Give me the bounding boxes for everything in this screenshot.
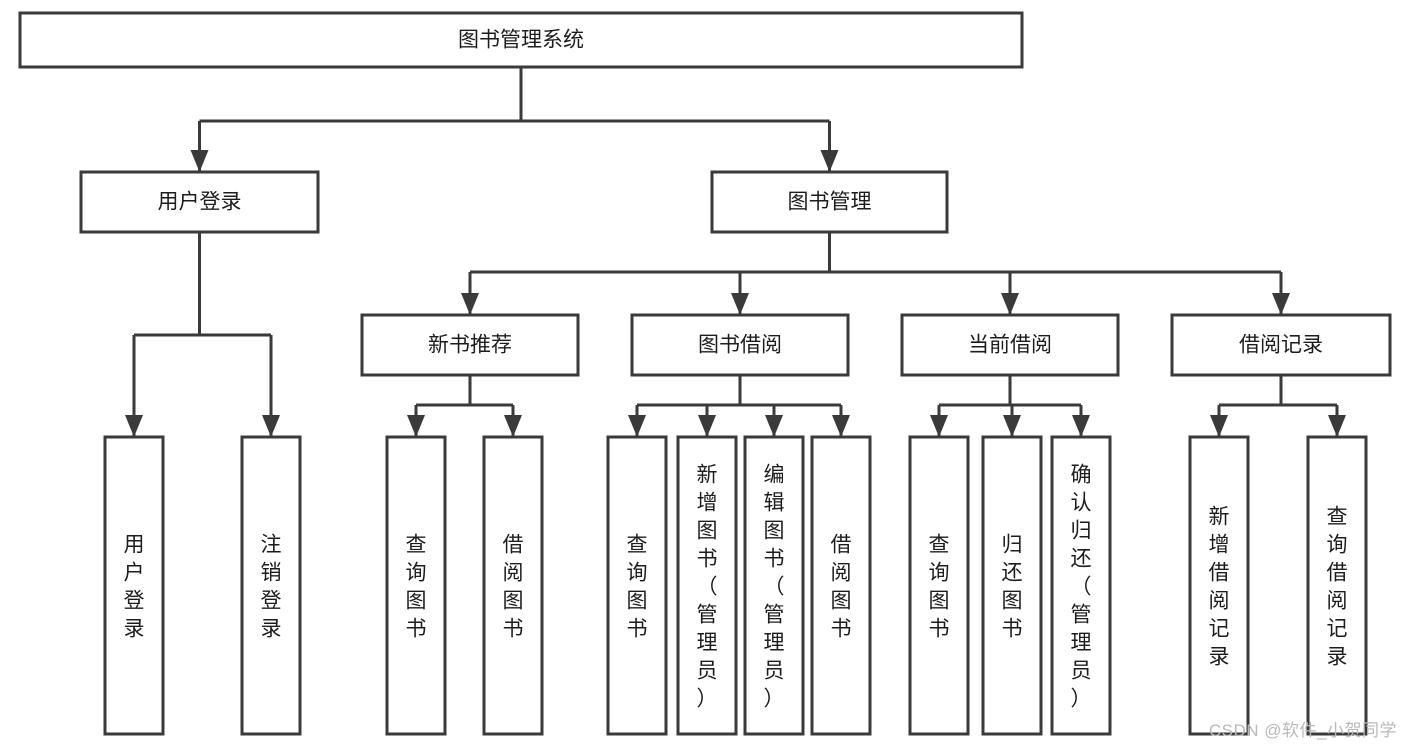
connector-group-root: [190, 67, 839, 172]
node-leaf-confirm-return[interactable]: 确认归还（管理员）: [1050, 435, 1112, 736]
arrow-head-icon: [1072, 415, 1090, 437]
node-leaf-return-book[interactable]: 归还图书: [981, 435, 1043, 736]
node-box-borrow-record[interactable]: [1170, 313, 1392, 377]
node-box-leaf-borrow-book-2[interactable]: [810, 435, 872, 736]
node-borrow-record[interactable]: 借阅记录: [1170, 313, 1392, 377]
node-leaf-query-record[interactable]: 查询借阅记录: [1306, 435, 1368, 736]
arrow-head-icon: [1210, 415, 1228, 437]
node-label-leaf-user-login: 用户登录: [124, 533, 145, 640]
node-label-leaf-query-book-1: 查询图书: [406, 533, 427, 640]
node-label-leaf-return-book: 归还图书: [1002, 533, 1023, 640]
arrow-head-icon: [262, 415, 280, 437]
node-box-leaf-borrow-book-1[interactable]: [482, 435, 544, 736]
node-new-book-rec[interactable]: 新书推荐: [360, 313, 580, 377]
node-label-root: 图书管理系统: [458, 29, 584, 52]
node-box-leaf-edit-book[interactable]: [743, 435, 805, 736]
node-label-leaf-borrow-book-1: 借阅图书: [503, 533, 524, 640]
node-leaf-borrow-book-2[interactable]: 借阅图书: [810, 435, 872, 736]
arrow-head-icon: [1328, 415, 1346, 437]
arrow-head-icon: [765, 415, 783, 437]
connector-group-borrow-record: [1210, 375, 1346, 437]
node-box-leaf-add-record[interactable]: [1188, 435, 1250, 736]
node-label-leaf-query-record: 查询借阅记录: [1327, 505, 1348, 668]
node-box-new-book-rec[interactable]: [360, 313, 580, 377]
nodes-layer: 图书管理系统用户登录图书管理新书推荐图书借阅当前借阅借阅记录用户登录注销登录查询…: [18, 11, 1392, 736]
node-label-borrow-record: 借阅记录: [1239, 334, 1323, 357]
arrow-head-icon: [125, 415, 143, 437]
node-leaf-logout[interactable]: 注销登录: [240, 435, 302, 736]
connector-group-user-login: [125, 232, 280, 437]
arrow-head-icon: [1003, 415, 1021, 437]
node-leaf-add-book[interactable]: 新增图书（管理员）: [676, 435, 738, 736]
arrow-head-icon: [832, 415, 850, 437]
node-label-book-borrow: 图书借阅: [698, 334, 782, 357]
node-box-leaf-query-book-1[interactable]: [385, 435, 447, 736]
arrow-head-icon: [1272, 293, 1290, 315]
node-leaf-user-login[interactable]: 用户登录: [103, 435, 165, 736]
node-leaf-query-book-2[interactable]: 查询图书: [606, 435, 668, 736]
node-leaf-edit-book[interactable]: 编辑图书（管理员）: [743, 435, 805, 736]
connectors-layer: [125, 67, 1346, 437]
node-box-root[interactable]: [18, 11, 1024, 69]
node-label-user-login: 用户登录: [158, 191, 242, 214]
node-box-leaf-query-record[interactable]: [1306, 435, 1368, 736]
node-leaf-query-book-1[interactable]: 查询图书: [385, 435, 447, 736]
node-label-leaf-confirm-return: 确认归还（管理员）: [1071, 463, 1092, 710]
node-box-leaf-return-book[interactable]: [981, 435, 1043, 736]
node-box-leaf-add-book[interactable]: [676, 435, 738, 736]
node-label-leaf-add-book: 新增图书（管理员）: [697, 463, 718, 710]
node-box-leaf-logout[interactable]: [240, 435, 302, 736]
connector-group-current-borrow: [930, 375, 1090, 437]
node-box-leaf-query-book-3[interactable]: [908, 435, 970, 736]
arrow-head-icon: [190, 150, 209, 172]
node-leaf-borrow-book-1[interactable]: 借阅图书: [482, 435, 544, 736]
arrow-head-icon: [407, 415, 425, 437]
connector-group-book-borrow: [628, 375, 850, 437]
arrow-head-icon: [820, 150, 839, 172]
node-book-manage[interactable]: 图书管理: [710, 170, 949, 234]
node-root[interactable]: 图书管理系统: [18, 11, 1024, 69]
node-box-leaf-user-login[interactable]: [103, 435, 165, 736]
node-label-leaf-query-book-3: 查询图书: [929, 533, 950, 640]
node-label-leaf-add-record: 新增借阅记录: [1209, 505, 1230, 668]
arrow-head-icon: [1001, 293, 1019, 315]
node-box-book-borrow[interactable]: [630, 313, 850, 377]
node-leaf-add-record[interactable]: 新增借阅记录: [1188, 435, 1250, 736]
node-label-book-manage: 图书管理: [788, 191, 872, 214]
arrow-head-icon: [504, 415, 522, 437]
node-current-borrow[interactable]: 当前借阅: [900, 313, 1120, 377]
node-box-current-borrow[interactable]: [900, 313, 1120, 377]
node-box-user-login[interactable]: [79, 170, 320, 234]
node-label-leaf-logout: 注销登录: [261, 533, 282, 640]
node-leaf-query-book-3[interactable]: 查询图书: [908, 435, 970, 736]
node-box-leaf-confirm-return[interactable]: [1050, 435, 1112, 736]
arrow-head-icon: [628, 415, 646, 437]
node-label-current-borrow: 当前借阅: [968, 334, 1052, 357]
arrow-head-icon: [731, 293, 749, 315]
arrow-head-icon: [930, 415, 948, 437]
node-label-leaf-edit-book: 编辑图书（管理员）: [764, 463, 785, 710]
node-user-login[interactable]: 用户登录: [79, 170, 320, 234]
arrow-head-icon: [461, 293, 479, 315]
connector-group-new-book-rec: [407, 375, 522, 437]
node-label-leaf-borrow-book-2: 借阅图书: [831, 533, 852, 640]
node-book-borrow[interactable]: 图书借阅: [630, 313, 850, 377]
node-label-new-book-rec: 新书推荐: [428, 334, 512, 357]
connector-group-book-manage: [461, 232, 1290, 315]
node-box-leaf-query-book-2[interactable]: [606, 435, 668, 736]
arrow-head-icon: [698, 415, 716, 437]
node-label-leaf-query-book-2: 查询图书: [627, 533, 648, 640]
node-box-book-manage[interactable]: [710, 170, 949, 234]
